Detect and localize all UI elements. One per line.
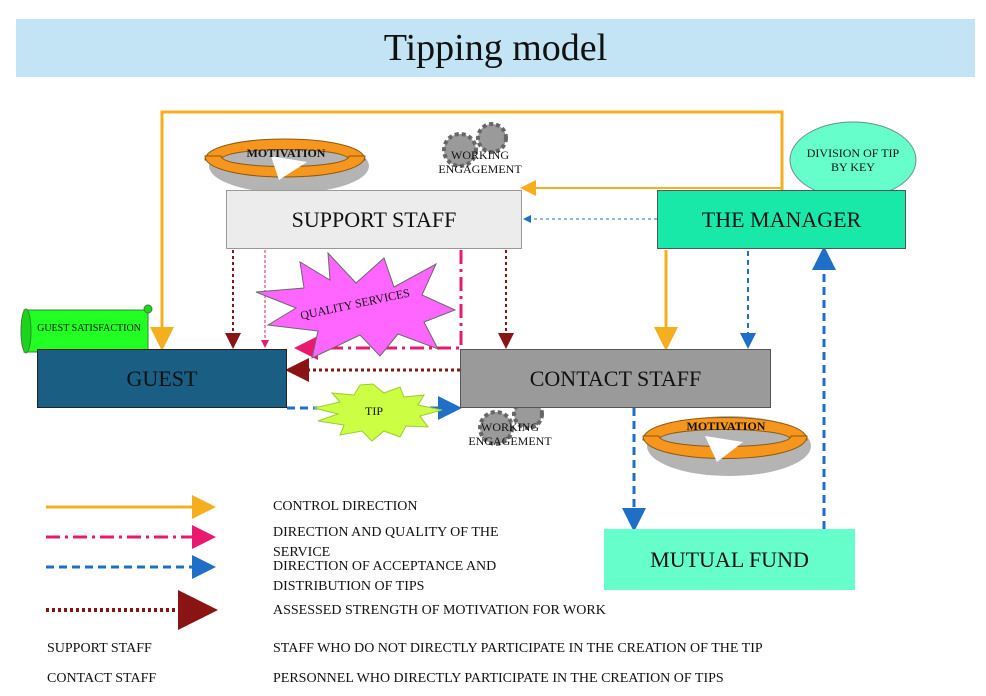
motivation-arrows-bottom: [642, 416, 811, 476]
guest-satisfaction-scroll: [20, 304, 153, 354]
control-line-manager-to-guest: [150, 110, 784, 351]
quality-services-burst: [255, 251, 457, 359]
motivation-arrows-top: [204, 138, 369, 193]
legend-direction-acceptance: DIRECTION OF ACCEPTANCE AND DISTRIBUTION…: [273, 559, 497, 594]
division-of-tip-label: DIVISION OF TIP BY KEY: [806, 146, 900, 174]
tip-label: TIP: [365, 404, 383, 418]
working-engagement-label-bottom: WORKING ENGAGEMENT: [468, 420, 552, 448]
legend-support-definition: STAFF WHO DO NOT DIRECTLY PARTICIPATE IN…: [273, 641, 763, 656]
gears-top: [442, 122, 508, 168]
legend-support-term: SUPPORT STAFF: [47, 641, 152, 656]
legend-direction-quality: DIRECTION AND QUALITY OF THE SERVICE: [273, 525, 499, 560]
support-staff-box: SUPPORT STAFF: [226, 190, 522, 249]
motivation-label-bottom: MOTIVATION: [686, 419, 766, 433]
tip-burst: [313, 383, 443, 442]
motivation-label-top: MOTIVATION: [246, 146, 326, 160]
working-engagement-label-top: WORKING ENGAGEMENT: [438, 148, 522, 176]
mutual-fund-box: MUTUAL FUND: [604, 529, 855, 590]
quality-support-to-contact: [294, 250, 463, 360]
contact-staff-box: CONTACT STAFF: [460, 349, 771, 408]
guest-box: GUEST: [37, 349, 287, 408]
the-manager-box: THE MANAGER: [657, 190, 906, 249]
guest-satisfaction-label: GUEST SATISFACTION: [37, 323, 141, 334]
page-title: Tipping model: [16, 19, 975, 77]
legend-contact-term: CONTACT STAFF: [47, 671, 157, 686]
legend-control-direction: CONTROL DIRECTION: [273, 499, 418, 514]
legend-contact-definition: PERSONNEL WHO DIRECTLY PARTICIPATE IN TH…: [273, 671, 724, 686]
legend-assessed-strength: ASSESSED STRENGTH OF MOTIVATION FOR WORK: [273, 603, 606, 618]
